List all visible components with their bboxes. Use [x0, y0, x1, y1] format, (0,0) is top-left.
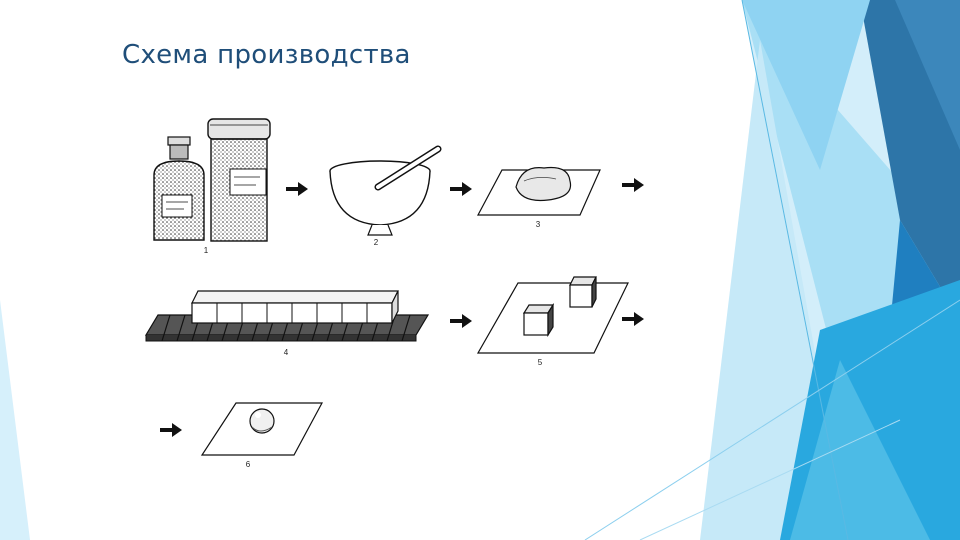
step-label: 4 — [284, 348, 289, 357]
production-scheme-diagram: 1 2 3 — [144, 118, 644, 469]
arrow-icon — [286, 182, 308, 196]
cubes-on-sheet-icon — [476, 276, 629, 354]
deco-line — [639, 419, 901, 540]
deco-triangle — [742, 0, 870, 170]
arrow-icon — [622, 178, 644, 192]
arrow-icon — [622, 312, 644, 326]
arrow-icon — [450, 314, 472, 328]
mortar-and-pestle-icon — [329, 145, 442, 236]
deco-line — [584, 299, 960, 540]
bottle-and-jar-icon — [153, 118, 271, 242]
deco-triangle — [0, 300, 30, 540]
cut-strip-on-board-icon — [144, 290, 430, 342]
step-label: 5 — [538, 358, 543, 367]
step-label: 2 — [374, 238, 379, 247]
arrow-icon — [160, 423, 182, 437]
step-label: 3 — [536, 220, 541, 229]
ball-on-sheet-icon — [200, 402, 324, 456]
deco-triangle — [895, 0, 960, 150]
mass-on-sheet-icon — [477, 166, 601, 216]
slide-title: Схема производства — [122, 40, 411, 70]
step-label: 1 — [204, 246, 209, 255]
deco-triangle — [790, 360, 930, 540]
deco-line — [741, 0, 849, 540]
step-label: 6 — [246, 460, 251, 469]
arrow-icon — [450, 182, 472, 196]
